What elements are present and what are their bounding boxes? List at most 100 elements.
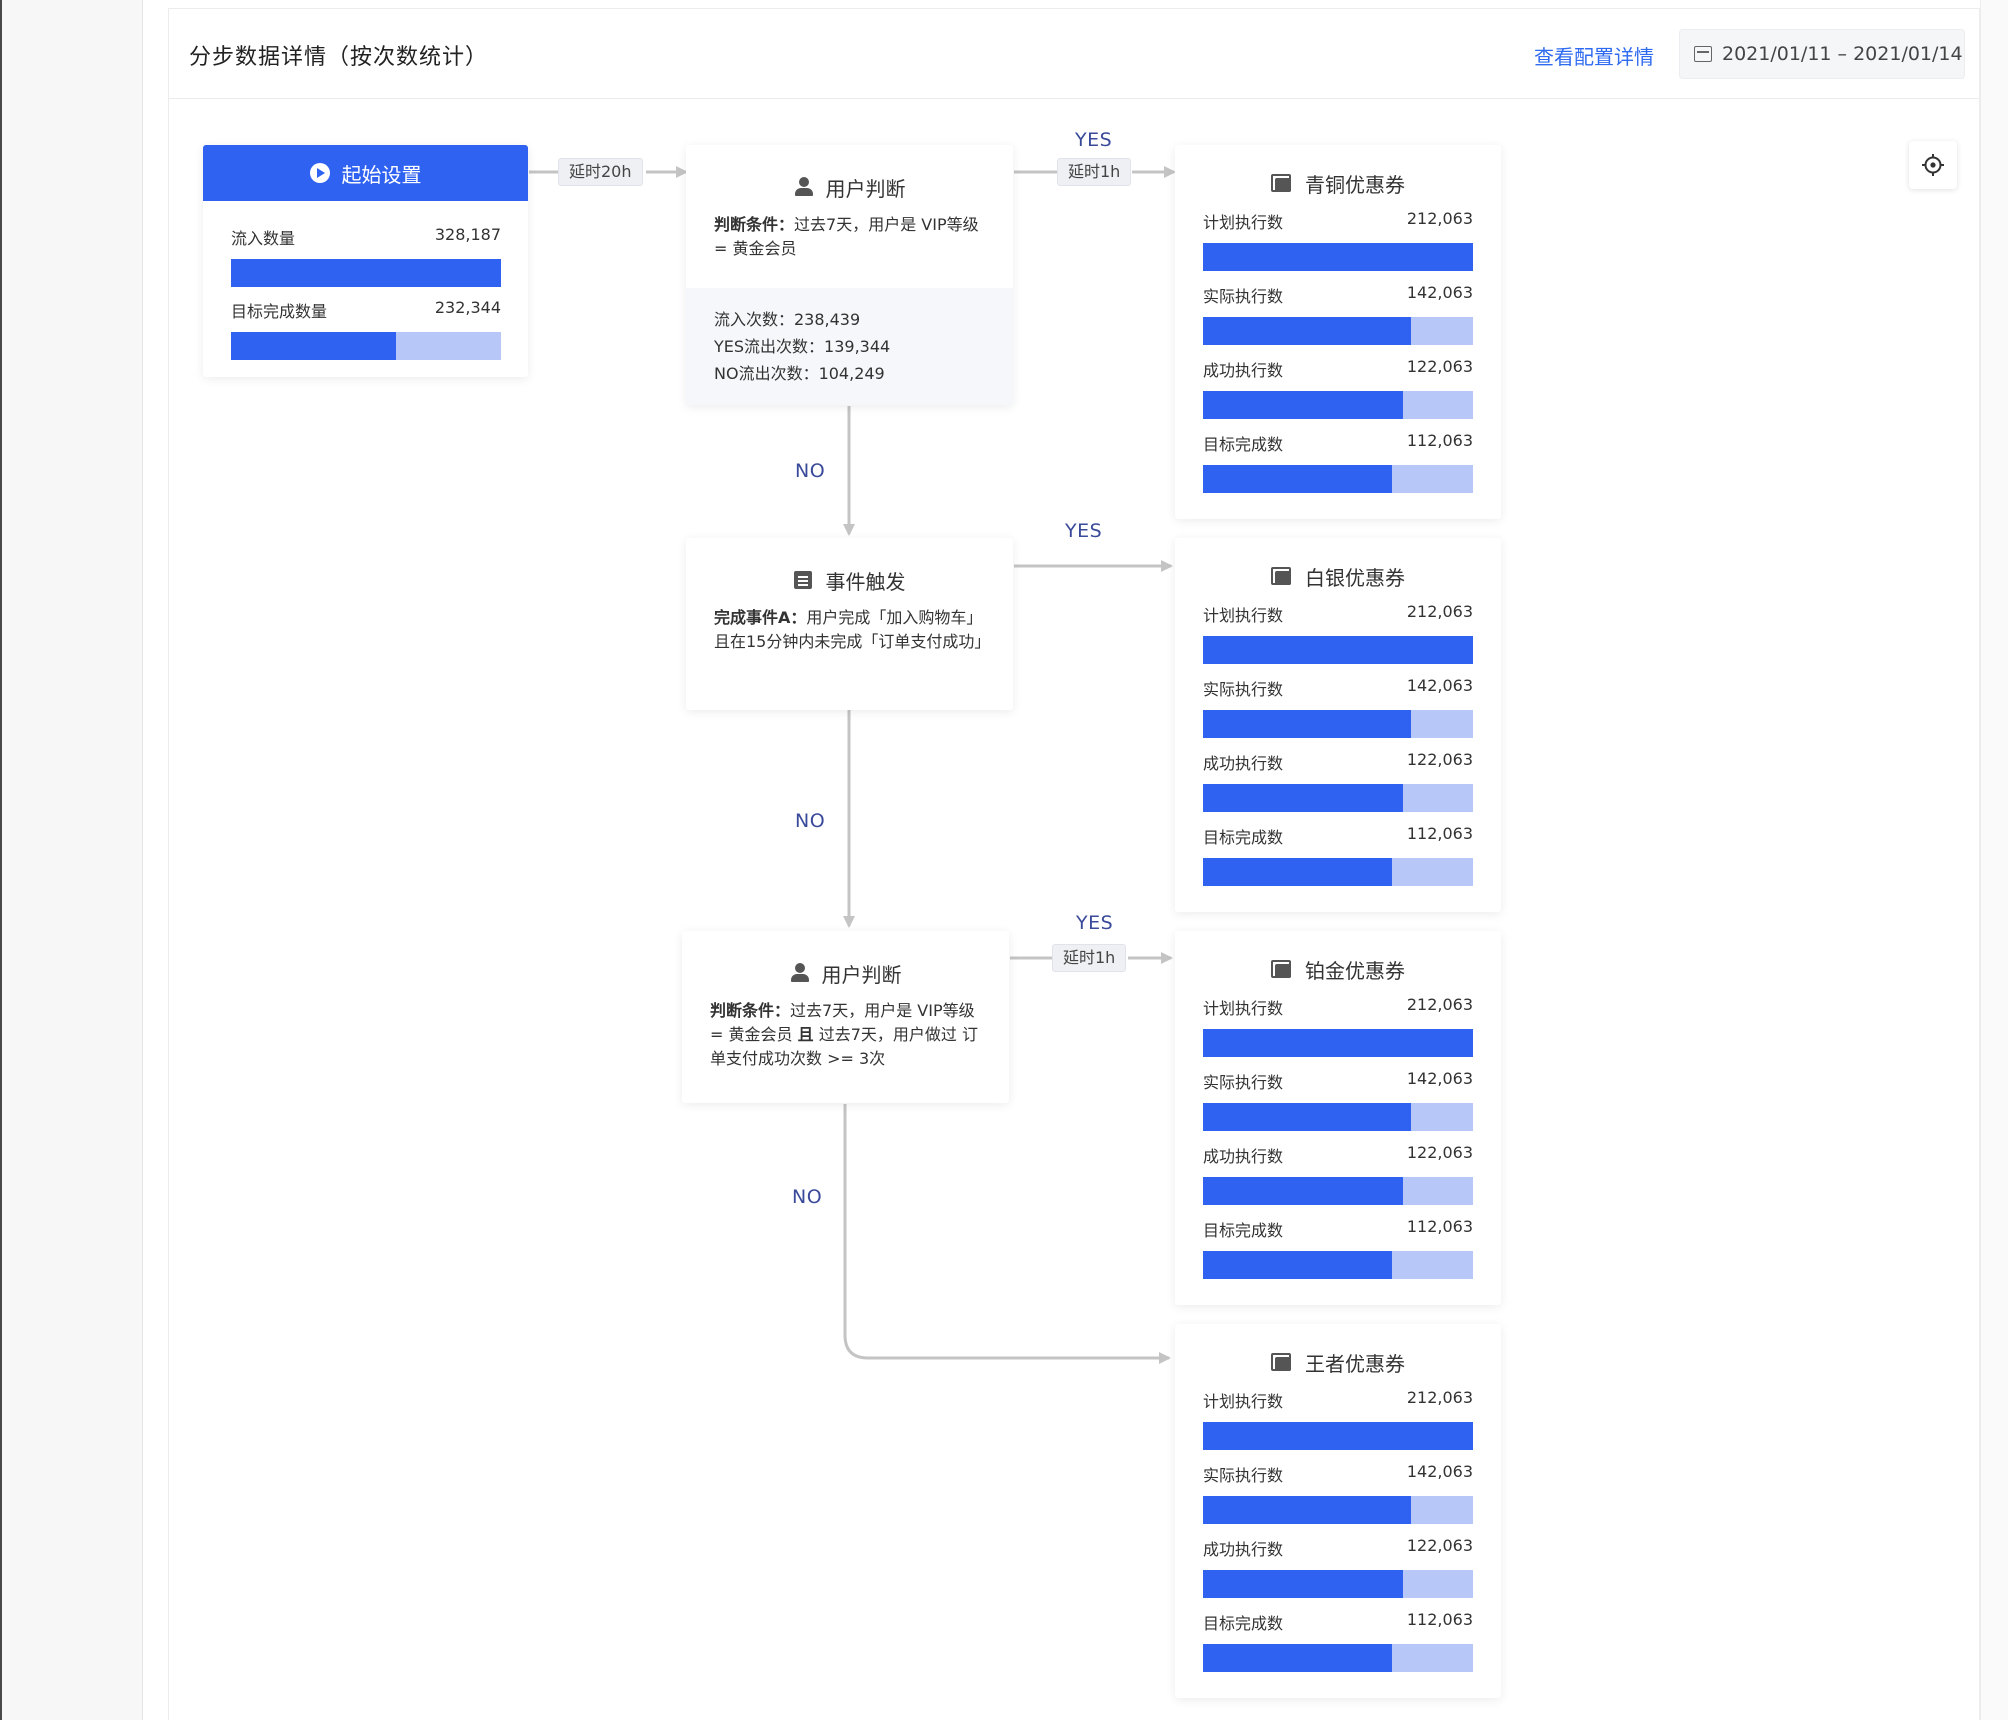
coupon-icon [1271,960,1291,978]
metric-value: 122,063 [1406,1143,1473,1162]
view-config-link[interactable]: 查看配置详情 [1534,45,1654,69]
progress-fill [1203,636,1473,664]
start-node[interactable]: 起始设置 流入数量 328,187 目标完成数量 232,344 [203,145,528,377]
no-label: NO [795,460,826,482]
progress-fill [1203,1644,1392,1672]
progress-bar [1203,710,1473,738]
progress-bar [1203,1570,1473,1598]
condition-and: 且 [797,1025,814,1044]
node-title: 青铜优惠券 [1175,145,1501,207]
metric-value: 112,063 [1406,824,1473,843]
metric-label: 成功执行数 [1203,361,1284,380]
calendar-icon [1694,46,1712,62]
metric-label: 成功执行数 [1203,754,1284,773]
progress-fill [1203,1177,1403,1205]
panel-header: 分步数据详情（按次数统计） 查看配置详情 2021/01/11 – 2021/0… [169,9,1979,99]
node-condition: 判断条件：过去7天，用户是 VIP等级 = 黄金会员 [686,213,1013,261]
progress-bar [1203,391,1473,419]
document-icon [793,571,812,589]
start-node-header: 起始设置 [203,145,528,201]
progress-bar [1203,1496,1473,1524]
node-stats: 流入次数：238,439 YES流出次数：139,344 NO流出次数：104,… [686,288,1013,405]
node-title: 白银优惠券 [1175,538,1501,600]
coupon-title: 铂金优惠券 [1305,958,1405,983]
metric-label: 成功执行数 [1203,1147,1284,1166]
progress-bar [1203,1644,1473,1672]
edge-judge2-no [843,1104,1171,1364]
condition-text: 过去7天，用户是 VIP等级 = 黄金会员 [710,1001,975,1044]
stat-line: 流入次数：238,439 [714,310,861,329]
stat-line: YES流出次数：139,344 [714,337,891,356]
condition-text: 过去7天，用户是 VIP等级 = 黄金会员 [714,215,979,258]
metric-row: 成功执行数 122,063 [1203,1143,1473,1205]
yes-label: YES [1076,912,1114,934]
progress-fill [1203,784,1403,812]
metric-value: 122,063 [1406,357,1473,376]
progress-bar [1203,784,1473,812]
progress-bar [1203,1103,1473,1131]
node-title-text: 事件触发 [825,569,906,594]
metric-row: 成功执行数 122,063 [1203,1536,1473,1598]
progress-bar [231,259,501,287]
progress-fill [1203,1422,1473,1450]
metric-value: 142,063 [1406,676,1473,695]
node-title: 用户判断 [686,145,1013,207]
delay-tag: 延时20h [558,158,643,186]
metric-label: 计划执行数 [1203,606,1284,625]
metric-label: 目标完成数 [1203,1614,1284,1633]
user-icon [790,963,810,983]
progress-bar [1203,1029,1473,1057]
metric-label: 成功执行数 [1203,1540,1284,1559]
metric-value: 232,344 [434,298,501,317]
metric-row: 流入数量 328,187 [231,225,501,287]
progress-bar [1203,317,1473,345]
date-range-picker[interactable]: 2021/01/11 – 2021/01/14 [1679,29,1965,79]
progress-bar [1203,465,1473,493]
metric-row: 目标完成数量 232,344 [231,298,501,360]
condition-text-2: 过去7天，用户做过 订单支付成功次数 >= 3次 [710,1025,978,1068]
locate-button[interactable] [1909,141,1957,189]
metric-value: 328,187 [434,225,501,244]
event-trigger-node[interactable]: 事件触发 完成事件A：用户完成「加入购物车」且在15分钟内未完成「订单支付成功」 [686,538,1013,710]
progress-bar [1203,858,1473,886]
node-title: 用户判断 [682,931,1009,993]
yes-label: YES [1065,520,1103,542]
metric-label: 计划执行数 [1203,1392,1284,1411]
user-judge-node[interactable]: 用户判断 判断条件：过去7天，用户是 VIP等级 = 黄金会员 且 过去7天，用… [682,931,1009,1103]
crosshair-icon [1922,154,1944,176]
start-node-title: 起始设置 [341,162,422,187]
progress-fill [1203,710,1411,738]
metric-value: 142,063 [1406,283,1473,302]
coupon-icon [1271,1353,1291,1371]
metric-value: 112,063 [1406,1610,1473,1629]
progress-bar [231,332,501,360]
user-icon [794,177,814,197]
node-condition: 完成事件A：用户完成「加入购物车」且在15分钟内未完成「订单支付成功」 [686,606,1013,654]
stat-line: NO流出次数：104,249 [714,364,885,383]
metric-value: 122,063 [1406,1536,1473,1555]
node-title: 王者优惠券 [1175,1324,1501,1386]
condition-label: 判断条件： [710,1001,791,1020]
progress-fill [231,332,396,360]
metric-label: 实际执行数 [1203,1073,1284,1092]
no-label: NO [795,810,826,832]
metric-value: 142,063 [1406,1462,1473,1481]
progress-bar [1203,1422,1473,1450]
metric-value: 112,063 [1406,431,1473,450]
user-judge-node[interactable]: 用户判断 判断条件：过去7天，用户是 VIP等级 = 黄金会员 流入次数：238… [686,145,1013,405]
progress-fill [1203,391,1403,419]
right-scrollbar-track[interactable] [1980,0,2008,1720]
